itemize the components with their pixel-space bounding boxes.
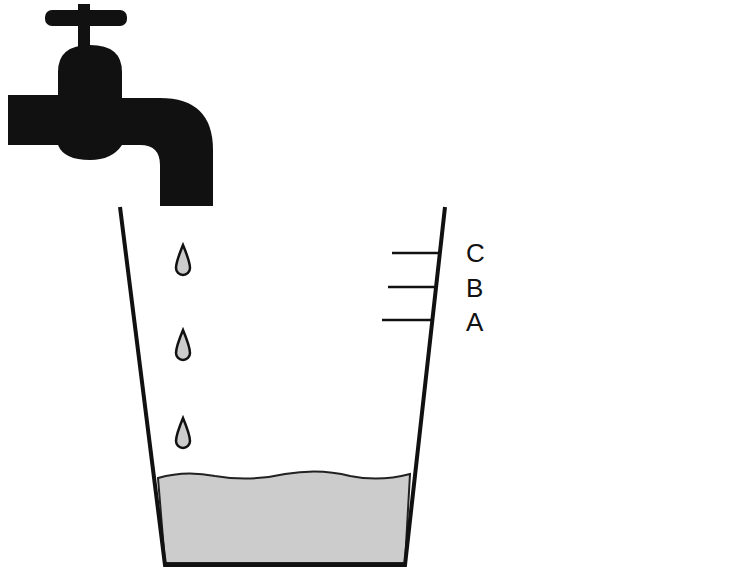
mark-label: C xyxy=(466,240,485,266)
water xyxy=(158,471,410,563)
mark-label: A xyxy=(466,309,483,335)
mark-label: B xyxy=(466,275,483,301)
tap xyxy=(8,4,213,206)
mark-line xyxy=(392,252,440,255)
water-drop xyxy=(176,245,190,448)
mark-line xyxy=(388,286,437,289)
mark-line xyxy=(382,319,433,322)
container xyxy=(120,207,445,565)
